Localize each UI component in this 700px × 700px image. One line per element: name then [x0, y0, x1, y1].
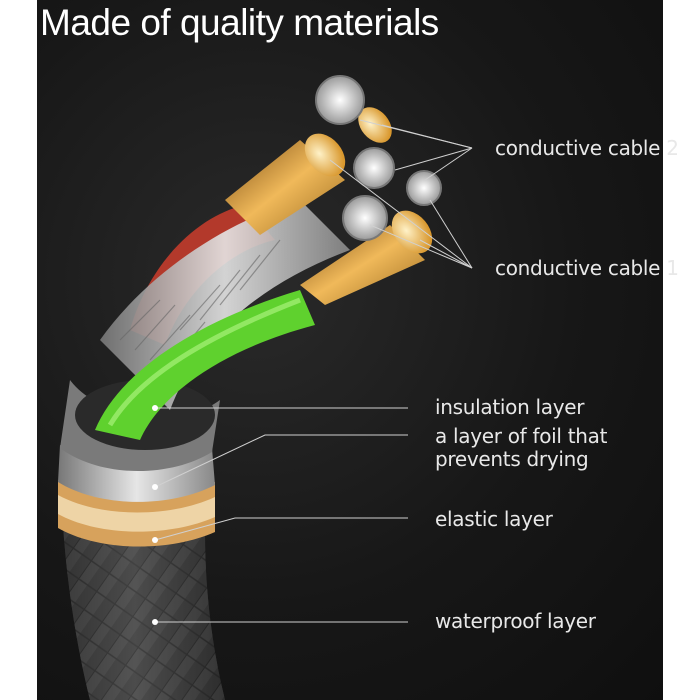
label-conductive-cable-1: conductive cable 1 [495, 256, 679, 280]
label-foil-layer-line1: a layer of foil that [435, 424, 608, 448]
label-elastic-layer: elastic layer [435, 507, 553, 531]
label-waterproof-layer: waterproof layer [435, 609, 596, 633]
foil-layer [58, 445, 215, 502]
label-conductive-cable-2: conductive cable 2 [495, 136, 679, 160]
label-foil-layer-line2: prevents drying [435, 447, 589, 471]
strand-ends [315, 75, 442, 241]
page-title: Made of quality materials [40, 2, 439, 43]
leader-lines [154, 119, 473, 623]
green-wire [95, 290, 315, 440]
label-insulation-layer: insulation layer [435, 395, 585, 419]
leader-dots [152, 405, 158, 625]
